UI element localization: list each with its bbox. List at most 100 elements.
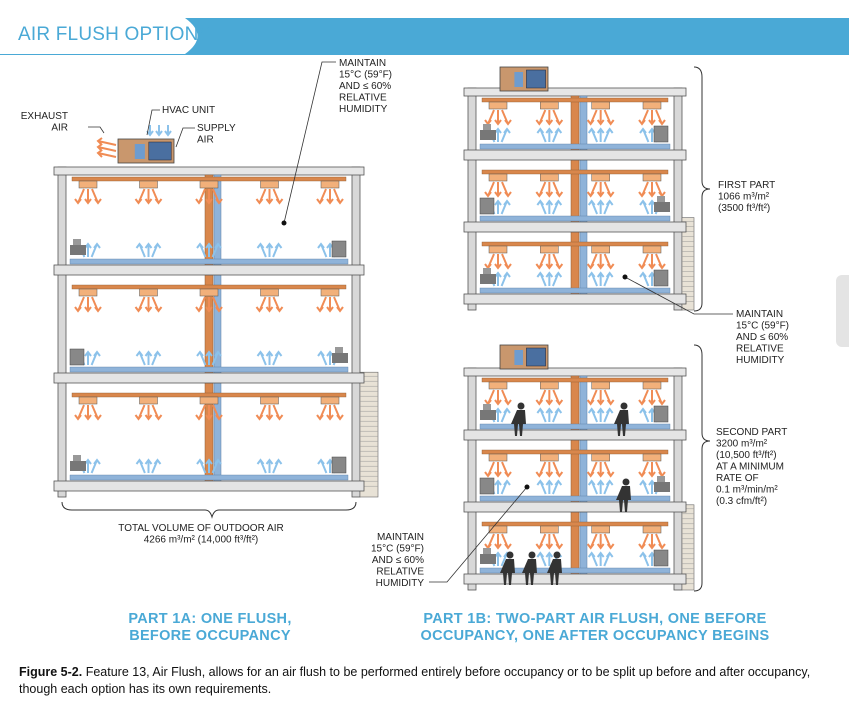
part-1a-title-line2: BEFORE OCCUPANCY (129, 628, 291, 644)
part-1a-building (53, 125, 379, 519)
supply-airflow-arrow (144, 405, 153, 421)
air-diffuser (320, 180, 340, 189)
air-diffuser (488, 453, 508, 462)
section-header-banner (0, 18, 849, 54)
furniture-cabinet (479, 197, 495, 215)
supply-airflow-arrow (501, 181, 512, 198)
air-diffuser (591, 453, 610, 462)
supply-airflow-arrow (638, 109, 649, 126)
brick-facade (359, 371, 379, 498)
return-airflow-arrow (196, 458, 207, 474)
return-airflow-arrow (494, 199, 502, 214)
supply-airflow-arrow (74, 188, 85, 205)
maintain-1b-upper-label-line: MAINTAIN (736, 309, 783, 320)
supply-airflow-arrow (272, 188, 284, 205)
furniture-monitor (73, 455, 81, 461)
supply-airflow-arrow (484, 109, 495, 126)
return-airflow-arrow (272, 458, 283, 474)
air-diffuser (488, 101, 508, 110)
return-airflow-arrow (272, 242, 283, 258)
supply-airflow-arrow (195, 404, 206, 421)
exhaust-air-leader (88, 126, 105, 134)
return-airflow-arrow (587, 127, 598, 143)
supply-airflow-arrow (545, 534, 554, 550)
air-diffuser (540, 173, 559, 182)
supply-airflow-arrow (195, 188, 206, 205)
occupant-head (622, 478, 630, 486)
return-airflow-arrow (639, 479, 650, 495)
return-airflow-arrow (545, 199, 554, 214)
supply-airflow-arrow (144, 189, 153, 205)
exhaust-air-label-line: EXHAUST (21, 111, 68, 122)
return-airflow-arrow (536, 407, 547, 423)
hvac-unit-fan (514, 350, 524, 365)
air-diffuser (139, 288, 158, 297)
floor-slab (463, 573, 687, 585)
occupant-head (553, 551, 561, 559)
furniture-cabinet (331, 456, 347, 474)
supply-airflow-arrow (333, 188, 344, 205)
supply-airflow-arrow (326, 297, 334, 313)
supply-airflow-arrow (212, 188, 223, 205)
air-diffuser (260, 180, 279, 189)
supply-airflow-arrow (494, 534, 502, 550)
return-airflow-arrow (144, 458, 153, 473)
supply-airflow-arrow (552, 181, 564, 198)
brick-facade (681, 217, 695, 311)
supply-airflow-arrow (648, 534, 656, 550)
return-airflow-arrow (211, 350, 222, 366)
air-diffuser (642, 525, 662, 534)
furniture-desk (480, 130, 496, 140)
supply-airflow-arrow (265, 297, 274, 313)
return-duct-horizontal (479, 287, 671, 294)
air-diffuser (591, 245, 610, 254)
return-duct-horizontal (479, 215, 671, 222)
air-diffuser (199, 396, 219, 405)
return-airflow-arrow (135, 350, 146, 366)
part-1b-first-building (463, 66, 695, 311)
exhaust-air-arrow (96, 143, 117, 152)
supply-airflow-arrow (603, 109, 615, 126)
hvac-unit-label-line: HVAC UNIT (162, 105, 215, 116)
return-airflow-arrow (494, 479, 502, 494)
return-airflow-arrow (151, 242, 162, 258)
return-airflow-arrow (265, 350, 274, 365)
return-airflow-arrow (90, 242, 101, 258)
supply-airflow-arrow (535, 253, 547, 270)
return-airflow-arrow (552, 479, 563, 495)
return-airflow-arrow (552, 199, 563, 215)
supply-airflow-arrow (535, 181, 547, 198)
supply-duct-horizontal (481, 449, 669, 455)
part-1a-title: PART 1A: ONE FLUSH, BEFORE OCCUPANCY (95, 611, 325, 645)
furniture-cabinet (653, 549, 669, 567)
exterior-wall-left (57, 166, 67, 498)
air-diffuser (320, 288, 340, 297)
supply-airflow-arrow (151, 188, 163, 205)
side-page-tab[interactable] (836, 275, 849, 347)
supply-airflow-arrow (84, 297, 92, 313)
supply-airflow-arrow (501, 461, 512, 478)
second-part-label-line: (10,500 ft³/ft²) (716, 450, 777, 461)
maintain-1b-lower-label-line: AND ≤ 60% (372, 555, 424, 566)
supply-airflow-arrow (648, 254, 656, 270)
supply-airflow-arrow (655, 389, 666, 406)
supply-airflow-arrow (333, 296, 344, 313)
occupant-figure (547, 559, 562, 585)
floor-slab (463, 429, 687, 441)
occupant-head (620, 402, 628, 410)
supply-airflow-arrow (494, 182, 502, 198)
return-airflow-arrow (265, 458, 274, 473)
supply-airflow-arrow (212, 404, 223, 421)
vertical-supply-duct (570, 375, 580, 581)
supply-airflow-arrow (535, 389, 547, 406)
part-1b-title: PART 1B: TWO-PART AIR FLUSH, ONE BEFORE … (395, 611, 795, 645)
air-diffuser (591, 173, 610, 182)
exhaust-air-label-line: AIR (51, 123, 68, 134)
supply-airflow-arrow (134, 296, 146, 313)
supply-airflow-arrow (596, 110, 605, 126)
supply-airflow-arrow (586, 461, 598, 478)
return-duct-horizontal (479, 567, 671, 574)
